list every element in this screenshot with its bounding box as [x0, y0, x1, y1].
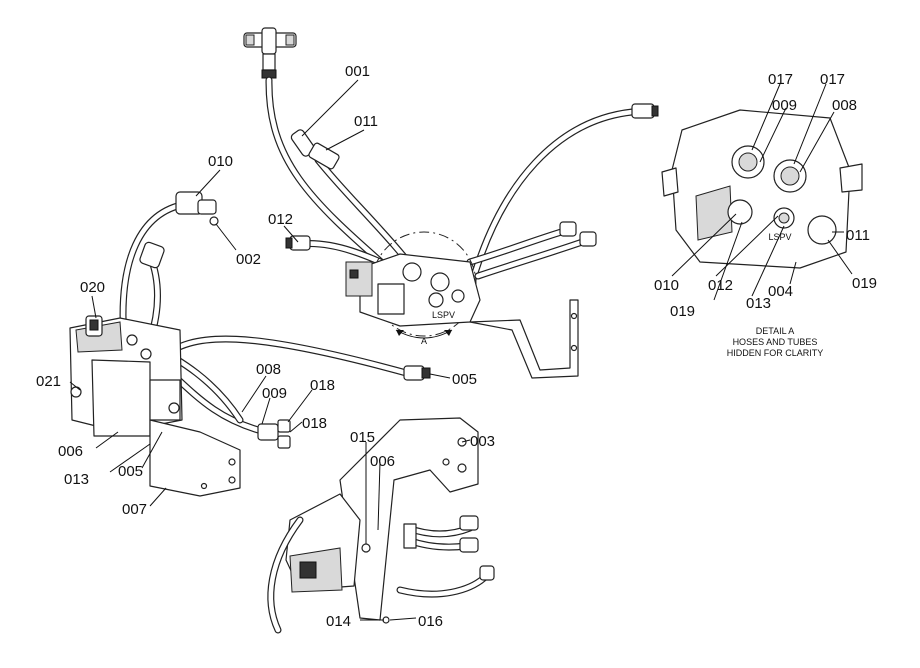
- detail-title: DETAIL A: [756, 326, 795, 336]
- callout-010: 010: [208, 153, 233, 170]
- callout-006: 006: [58, 443, 83, 460]
- callout-016: 016: [418, 613, 443, 630]
- callout-011-detail: 011: [846, 227, 870, 244]
- callout-002: 002: [236, 251, 261, 268]
- callout-009: 009: [262, 385, 287, 402]
- callout-013-detail: 013: [746, 295, 771, 312]
- valve-stamp-main: LSPV: [432, 310, 455, 320]
- callout-006b: 006: [370, 453, 395, 470]
- detail-line-2: HIDDEN FOR CLARITY: [727, 348, 824, 358]
- tee-fitting-top: [243, 27, 297, 79]
- callout-010-detail: 010: [654, 277, 679, 294]
- callout-018b: 018: [302, 415, 327, 432]
- callout-017: 017: [768, 71, 793, 88]
- callout-004-detail: 004: [768, 283, 793, 300]
- valve-assembly-top: LSPV A: [243, 27, 659, 379]
- detail-line-1: HOSES AND TUBES: [733, 337, 818, 347]
- callout-011: 011: [354, 113, 378, 130]
- callout-014: 014: [326, 613, 351, 630]
- callout-005b: 005: [118, 463, 143, 480]
- bracket-assembly-bottom: [267, 417, 495, 634]
- reservoir-assembly-left: [69, 191, 431, 497]
- callout-012: 012: [268, 211, 293, 228]
- callout-015: 015: [350, 429, 375, 446]
- callout-008-detail: 008: [832, 97, 857, 114]
- callout-018: 018: [310, 377, 335, 394]
- detail-a-view: LSPV DETAIL A HOSES AND TUBES HIDDEN FOR…: [661, 109, 863, 358]
- leader-lines: [69, 79, 853, 621]
- callout-007: 007: [122, 501, 147, 518]
- callout-labels: 001 011 010 002 012 020 021 008 009 018 …: [36, 63, 877, 630]
- view-label: A: [421, 336, 427, 346]
- callout-008: 008: [256, 361, 281, 378]
- callout-017b: 017: [820, 71, 845, 88]
- detail-stamp: LSPV: [768, 232, 791, 242]
- callout-003: 003: [470, 433, 495, 450]
- callout-019b-detail: 019: [670, 303, 695, 320]
- callout-013: 013: [64, 471, 89, 488]
- callout-005: 005: [452, 371, 477, 388]
- callout-001: 001: [345, 63, 370, 80]
- callout-012-detail: 012: [708, 277, 733, 294]
- callout-020: 020: [80, 279, 105, 296]
- callout-021: 021: [36, 373, 61, 390]
- callout-019-detail: 019: [852, 275, 877, 292]
- callout-009-detail: 009: [772, 97, 797, 114]
